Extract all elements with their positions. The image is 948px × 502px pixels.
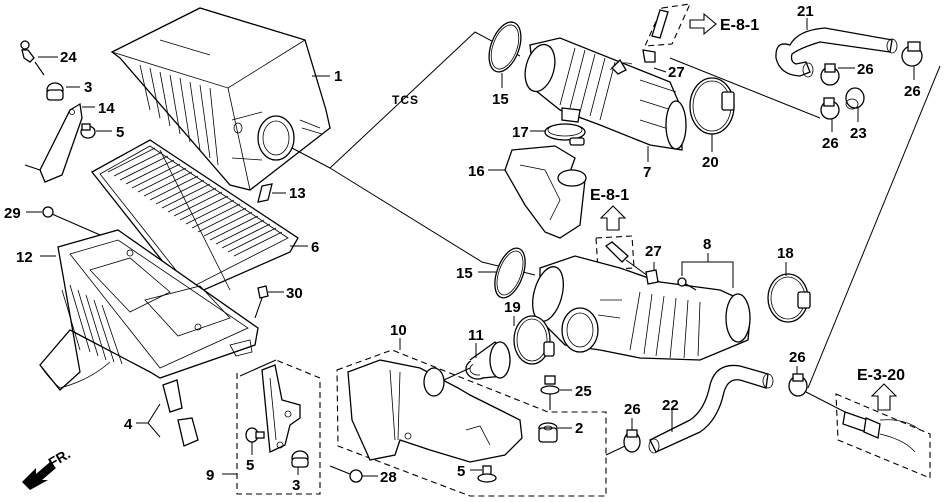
- clip-part[interactable]: [257, 183, 273, 203]
- reference-e81-mid[interactable]: E-8-1: [590, 187, 629, 231]
- ref-e320-label: E-3-20: [857, 367, 905, 384]
- front-direction-indicator: FR.: [22, 445, 73, 490]
- callout-1: 1: [334, 68, 342, 85]
- air-cleaner-cover[interactable]: [110, 7, 331, 191]
- callout-30: 30: [286, 285, 303, 302]
- band-clamp-18[interactable]: [767, 273, 811, 323]
- ref-e81-mid-label: E-8-1: [590, 187, 629, 204]
- callout-6: 6: [311, 239, 319, 256]
- reference-e81-top[interactable]: E-8-1: [689, 12, 759, 36]
- callout-7: 7: [643, 164, 651, 181]
- duct-joint-11[interactable]: [465, 341, 511, 380]
- resonator-chamber-16[interactable]: [504, 145, 587, 239]
- bolt-28-part[interactable]: [329, 465, 363, 483]
- band-clamp-20[interactable]: [689, 77, 735, 135]
- callout-4: 4: [124, 416, 133, 433]
- mount-rubber-2[interactable]: [538, 422, 558, 443]
- breather-hose-21[interactable]: [775, 27, 898, 78]
- grommet-bolt-part[interactable]: [20, 40, 45, 76]
- callout-25: 25: [575, 383, 592, 400]
- callout-3b: 3: [292, 477, 300, 494]
- ref-e81-top-label: E-8-1: [720, 17, 759, 34]
- callout-13: 13: [289, 185, 306, 202]
- joint-23[interactable]: [845, 87, 865, 110]
- tcs-label: TCS: [392, 93, 419, 107]
- hose-clamp-26-e[interactable]: [788, 373, 808, 397]
- e320-connector: [835, 393, 931, 479]
- hose-clamp-26-b[interactable]: [901, 41, 923, 67]
- callout-24: 24: [60, 49, 77, 66]
- callout-20: 20: [702, 154, 719, 171]
- hose-clamp-26-a[interactable]: [820, 63, 840, 86]
- hose-clip-27-top[interactable]: [642, 3, 691, 63]
- callout-11: 11: [468, 327, 484, 344]
- bracket-set-group[interactable]: [236, 359, 321, 495]
- callout-8: 8: [703, 236, 711, 253]
- band-clamp-17[interactable]: [544, 123, 586, 146]
- callout-27b: 27: [645, 243, 662, 260]
- callout-26b: 26: [904, 83, 921, 100]
- callout-12: 12: [16, 249, 33, 266]
- intake-air-tube-tcs[interactable]: [520, 37, 687, 151]
- callout-9: 9: [206, 467, 214, 484]
- callout-19: 19: [504, 299, 521, 316]
- o-ring-upper[interactable]: [483, 18, 527, 76]
- hose-clamp-26-c[interactable]: [820, 97, 840, 120]
- callout-26e: 26: [789, 349, 806, 366]
- callout-3: 3: [84, 79, 92, 96]
- o-ring-lower[interactable]: [489, 244, 531, 302]
- callout-26c: 26: [822, 135, 839, 152]
- bolt-washer-25[interactable]: [540, 375, 560, 410]
- callout-29: 29: [4, 205, 21, 222]
- band-clamp-19[interactable]: [513, 315, 555, 365]
- mount-rubber-part[interactable]: [46, 82, 64, 101]
- hose-clip-27-lower[interactable]: [645, 269, 659, 285]
- resonator-10[interactable]: [336, 349, 607, 497]
- callout-23: 23: [850, 125, 867, 142]
- bracket-part[interactable]: [24, 102, 83, 183]
- callout-15b: 15: [456, 265, 473, 282]
- callout-5c: 5: [457, 463, 465, 480]
- callout-26d: 26: [624, 401, 641, 418]
- callout-2: 2: [575, 420, 583, 437]
- callout-27: 27: [668, 64, 685, 81]
- flange-bolt-30-part[interactable]: [254, 285, 269, 319]
- collar-part[interactable]: [80, 123, 96, 139]
- breather-hose-22[interactable]: [648, 364, 774, 454]
- callout-21: 21: [797, 3, 814, 20]
- reference-e320[interactable]: E-3-20: [857, 367, 905, 411]
- callout-5b: 5: [246, 457, 254, 474]
- callout-16: 16: [468, 163, 485, 180]
- clamp-set-part[interactable]: [147, 379, 199, 447]
- callout-26a: 26: [857, 61, 874, 78]
- collar-5-lower[interactable]: [477, 465, 497, 483]
- callout-22: 22: [662, 397, 679, 414]
- callout-28: 28: [380, 469, 397, 486]
- callout-5: 5: [116, 124, 124, 141]
- intake-air-tube[interactable]: [527, 255, 751, 361]
- hose-clamp-26-d[interactable]: [623, 429, 641, 453]
- callout-14: 14: [98, 100, 115, 117]
- bolt-8-group: [677, 277, 697, 291]
- callout-15: 15: [492, 91, 509, 108]
- callout-17: 17: [512, 124, 529, 141]
- callout-18: 18: [777, 245, 794, 262]
- air-cleaner-case[interactable]: [39, 229, 259, 391]
- callout-10: 10: [390, 322, 407, 339]
